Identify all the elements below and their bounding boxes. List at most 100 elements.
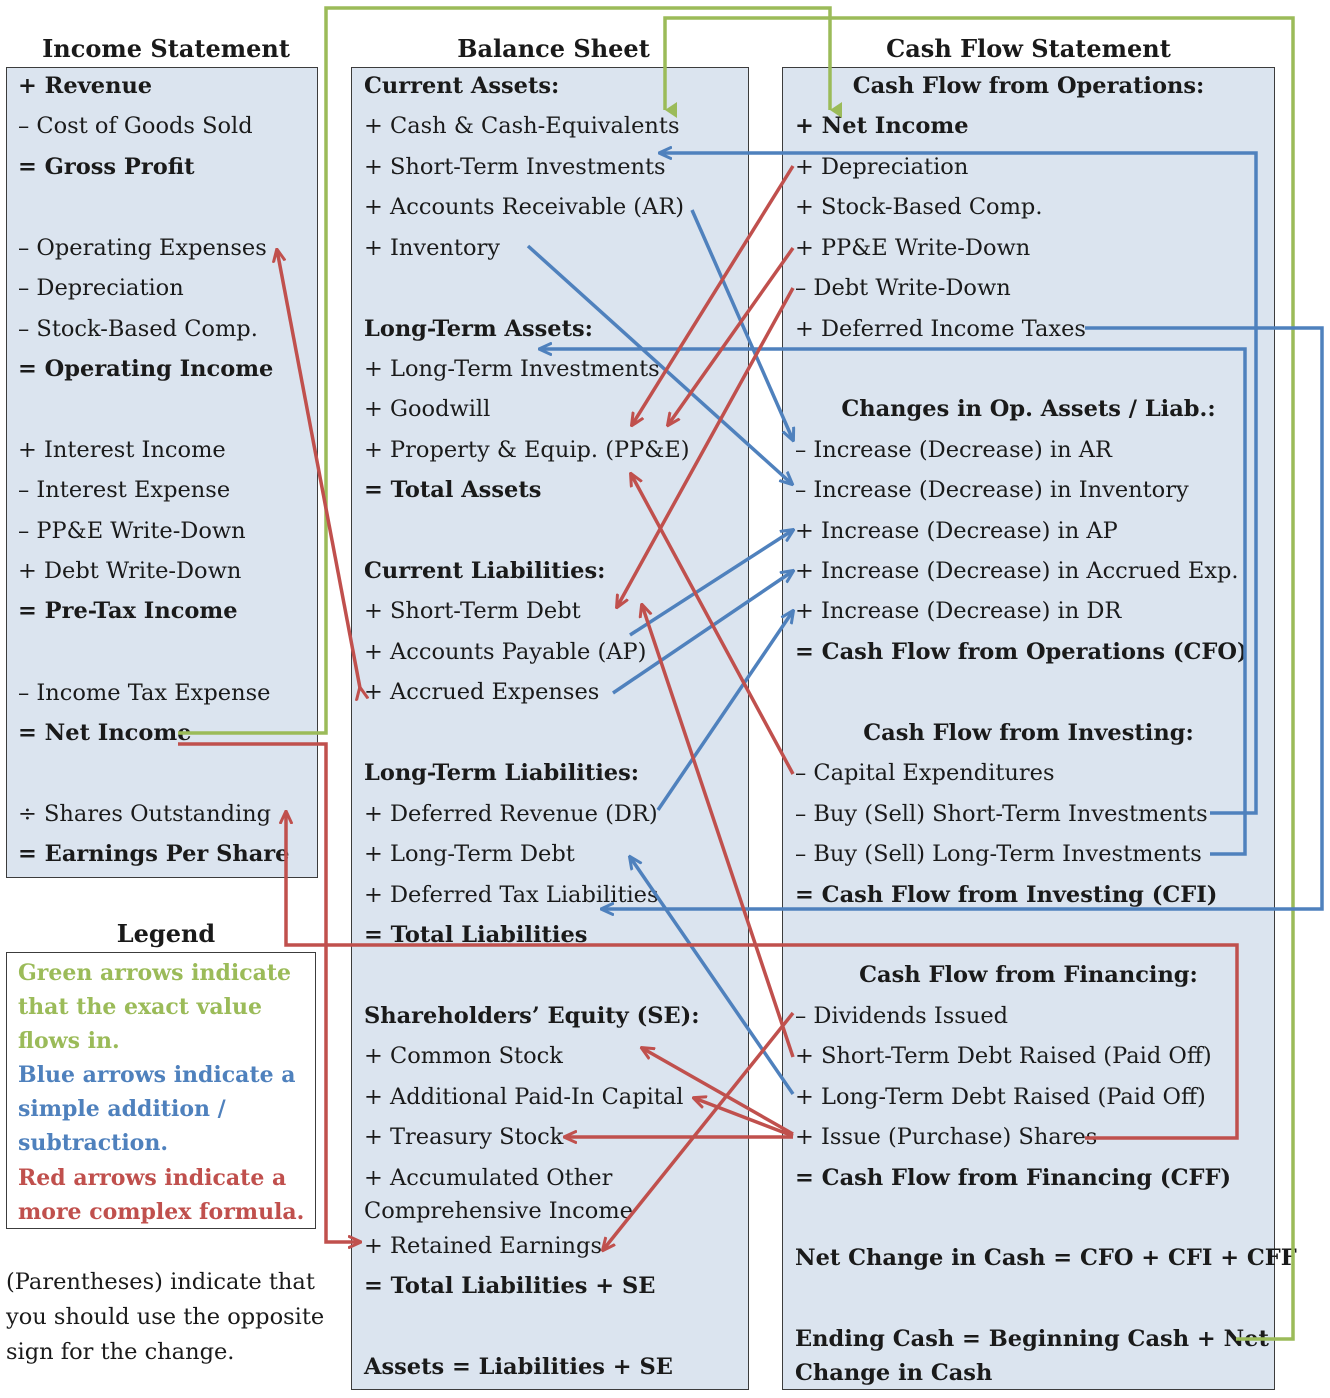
- legend-red-text: Red arrows indicate a more complex formu…: [18, 1165, 305, 1225]
- cash-line: + Increase (Decrease) in Accrued Exp.: [795, 558, 1239, 584]
- arrow-ending-cash-to-cash: [663, 16, 1295, 1341]
- cash-line: Changes in Op. Assets / Liab.:: [841, 396, 1216, 422]
- income-line: + Interest Income: [18, 437, 226, 463]
- arrow-shares-eps: [286, 812, 1239, 1140]
- income-line: = Operating Income: [18, 356, 274, 382]
- cash-line: Cash Flow from Financing:: [859, 962, 1198, 988]
- balance-line: Current Liabilities:: [364, 558, 606, 584]
- arrow-capex-ppe: [631, 474, 795, 775]
- cash-line: + Stock-Based Comp.: [795, 194, 1043, 220]
- balance-line: = Total Liabilities + SE: [364, 1273, 656, 1299]
- cash-line: Net Change in Cash = CFO + CFI + CFF: [795, 1245, 1297, 1271]
- cash-line: = Cash Flow from Financing (CFF): [795, 1165, 1232, 1191]
- cash-line: + Long-Term Debt Raised (Paid Off): [795, 1084, 1206, 1110]
- balance-line: + Deferred Revenue (DR): [364, 801, 658, 827]
- arrow-shares-apic: [694, 1098, 794, 1138]
- balance-line: + Short-Term Investments: [364, 154, 666, 180]
- income-line: = Gross Profit: [18, 154, 195, 180]
- cash-line: – Debt Write-Down: [795, 275, 1011, 301]
- balance-line: + Short-Term Debt: [364, 598, 581, 624]
- balance-line: + Additional Paid-In Capital: [364, 1084, 684, 1110]
- cash-flow-panel: [782, 67, 1275, 1390]
- arrow-lt-debt: [630, 857, 795, 1095]
- cash-line: + Net Income: [795, 113, 969, 139]
- income-line: – PP&E Write-Down: [18, 518, 246, 544]
- arrow-ap: [629, 530, 793, 637]
- balance-line: Assets = Liabilities + SE: [364, 1354, 673, 1380]
- arrow-shares-common: [642, 1048, 794, 1136]
- arrow-ni-retained: [178, 742, 360, 1242]
- arrow-net-income-to-cfs: [178, 6, 842, 735]
- arrow-deferred-tax: [602, 326, 1324, 909]
- cash-line: + PP&E Write-Down: [795, 235, 1031, 261]
- arrow-dividends-re: [603, 1011, 795, 1250]
- balance-line: + Common Stock: [364, 1043, 563, 1069]
- balance-line: + Goodwill: [364, 396, 491, 422]
- legend-blue-text: Blue arrows indicate a simple addition /…: [18, 1062, 296, 1156]
- balance-line: + Long-Term Debt: [364, 841, 575, 867]
- balance-line: + Accounts Payable (AP): [364, 639, 647, 665]
- income-line: – Operating Expenses: [18, 235, 267, 261]
- cash-line: = Cash Flow from Operations (CFO): [795, 639, 1248, 665]
- balance-line: Shareholders’ Equity (SE):: [364, 1003, 700, 1029]
- arrow-dr: [656, 611, 793, 811]
- cash-line: – Buy (Sell) Long-Term Investments: [795, 841, 1202, 867]
- balance-line: + Cash & Cash-Equivalents: [364, 113, 680, 139]
- income-line: = Earnings Per Share: [18, 841, 290, 867]
- arrow-writedown-ppe: [668, 246, 795, 425]
- legend-green-text: Green arrows indicate that the exact val…: [18, 960, 292, 1054]
- arrow-st-invest: [660, 153, 1258, 815]
- arrow-depr-ppe: [632, 165, 795, 425]
- balance-line: Current Assets:: [364, 73, 560, 99]
- balance-line: Long-Term Assets:: [364, 316, 593, 342]
- cash-line: Cash Flow from Operations:: [852, 73, 1205, 99]
- arrow-std-raised: [642, 605, 795, 1058]
- parentheses-note: (Parentheses) indicate that you should u…: [6, 1269, 325, 1365]
- cash-line: + Depreciation: [795, 154, 969, 180]
- balance-line: + Property & Equip. (PP&E): [364, 437, 690, 463]
- arrow-accrued: [612, 571, 793, 695]
- income-line: + Revenue: [18, 73, 153, 99]
- cash-line: + Increase (Decrease) in AP: [795, 518, 1118, 544]
- cash-flow-title: Cash Flow Statement: [886, 34, 1171, 63]
- cash-line: – Dividends Issued: [795, 1003, 1009, 1029]
- cash-line: + Short-Term Debt Raised (Paid Off): [795, 1043, 1212, 1069]
- cash-line: + Increase (Decrease) in DR: [795, 598, 1122, 624]
- cash-line: – Increase (Decrease) in Inventory: [795, 477, 1189, 503]
- arrow-lt-invest: [540, 349, 1247, 856]
- income-line: + Debt Write-Down: [18, 558, 242, 584]
- cash-line: – Increase (Decrease) in AR: [795, 437, 1112, 463]
- income-line: – Cost of Goods Sold: [18, 113, 253, 139]
- balance-line: + Inventory: [364, 235, 500, 261]
- cash-line: + Deferred Income Taxes: [795, 316, 1086, 342]
- income-line: = Net Income: [18, 720, 192, 746]
- balance-line: + Treasury Stock: [364, 1124, 564, 1150]
- balance-line: = Total Assets: [364, 477, 542, 503]
- balance-line: + Accounts Receivable (AR): [364, 194, 685, 220]
- arrow-ar: [690, 209, 793, 440]
- arrow-debtwd-std: [617, 287, 795, 607]
- legend-box: [6, 952, 316, 1229]
- balance-line: Comprehensive Income: [364, 1198, 633, 1224]
- arrow-opex-accrued: [277, 250, 360, 688]
- cash-line: Change in Cash: [795, 1360, 993, 1386]
- income-line: – Depreciation: [18, 275, 184, 301]
- balance-line: Long-Term Liabilities:: [364, 760, 640, 786]
- income-line: – Interest Expense: [18, 477, 231, 503]
- income-line: – Stock-Based Comp.: [18, 316, 258, 342]
- cash-line: = Cash Flow from Investing (CFI): [795, 882, 1218, 908]
- balance-line: + Retained Earnings: [364, 1233, 602, 1259]
- cash-line: + Issue (Purchase) Shares: [795, 1124, 1098, 1150]
- cash-line: – Capital Expenditures: [795, 760, 1055, 786]
- cash-line: Ending Cash = Beginning Cash + Net: [795, 1326, 1269, 1352]
- balance-sheet-title: Balance Sheet: [457, 34, 650, 63]
- cash-line: Cash Flow from Investing:: [863, 720, 1194, 746]
- cash-line: – Buy (Sell) Short-Term Investments: [795, 801, 1208, 827]
- balance-line: + Accumulated Other: [364, 1165, 613, 1191]
- income-line: – Income Tax Expense: [18, 680, 271, 706]
- balance-line: + Accrued Expenses: [364, 679, 600, 705]
- balance-line: + Long-Term Investments: [364, 356, 660, 382]
- income-line: = Pre-Tax Income: [18, 598, 238, 624]
- legend-title: Legend: [116, 919, 216, 948]
